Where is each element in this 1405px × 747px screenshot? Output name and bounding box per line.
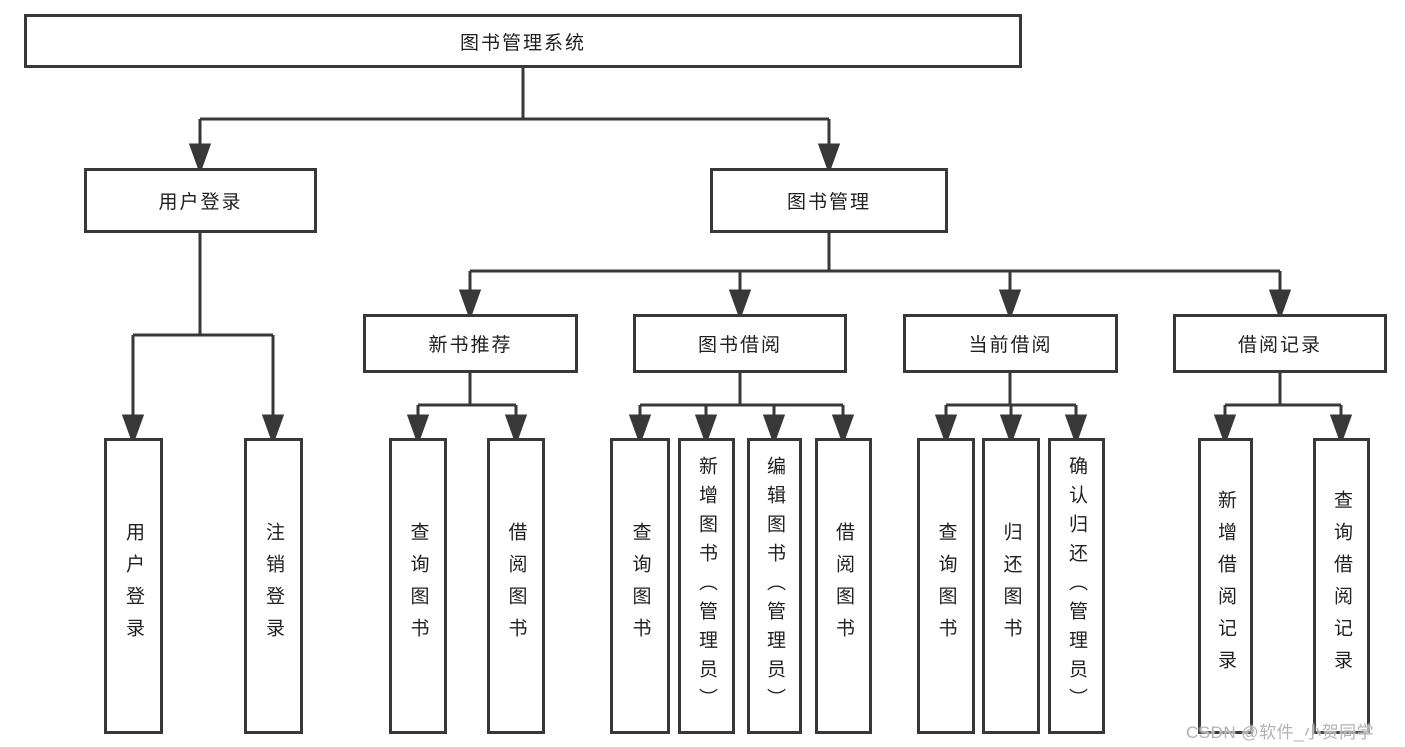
leaf-return-book: 归还图书	[982, 438, 1040, 734]
edges-borrow-to-leaves	[628, 373, 855, 446]
edges-user-login-to-leaves	[121, 233, 285, 446]
leaf-borrow-books: 借阅图书	[487, 438, 545, 734]
node-user-login: 用户登录	[84, 168, 317, 233]
leaf-add-book-admin: 新增图书（管理员）	[678, 438, 735, 734]
edges-records-to-leaves	[1213, 373, 1353, 446]
leaf-add-borrow-record: 新增借阅记录	[1198, 438, 1253, 734]
leaf-query-borrow-record: 查询借阅记录	[1313, 438, 1370, 734]
leaf-confirm-return-admin: 确认归还（管理员）	[1048, 438, 1105, 734]
leaf-query-books: 查询图书	[610, 438, 670, 734]
csdn-watermark: CSDN @软件_小贺同学	[1186, 723, 1375, 742]
leaf-edit-book-admin: 编辑图书（管理员）	[747, 438, 802, 734]
edges-current-to-leaves	[934, 373, 1088, 446]
edges-recommend-to-leaves	[406, 373, 528, 446]
leaf-logout: 注销登录	[244, 438, 303, 734]
node-new-book-recommend: 新书推荐	[363, 314, 578, 373]
node-library-management-system: 图书管理系统	[24, 14, 1022, 68]
node-borrow-records: 借阅记录	[1173, 314, 1387, 373]
node-book-management: 图书管理	[710, 168, 948, 233]
node-current-borrow: 当前借阅	[903, 314, 1118, 373]
edges-root-to-level2	[188, 68, 841, 175]
leaf-query-books: 查询图书	[389, 438, 447, 734]
edges-book-management-to-level3	[458, 233, 1292, 321]
leaf-user-login: 用户登录	[104, 438, 163, 734]
leaf-borrow-books: 借阅图书	[815, 438, 872, 734]
node-book-borrow: 图书借阅	[633, 314, 847, 373]
leaf-query-books: 查询图书	[917, 438, 975, 734]
